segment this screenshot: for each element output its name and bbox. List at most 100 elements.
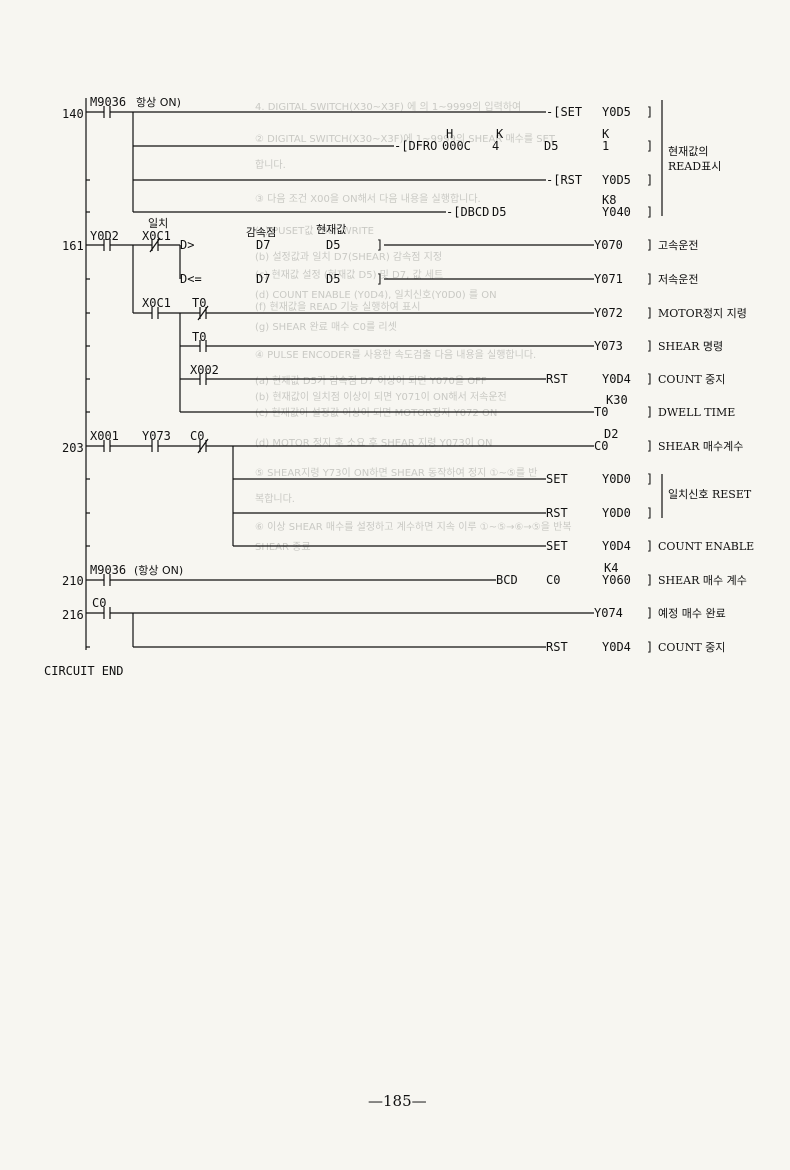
contact-label: X0C1 — [142, 229, 171, 243]
instr-set: SET — [546, 539, 568, 553]
svg-text:]: ] — [646, 439, 653, 453]
operand: Y040 — [602, 205, 631, 219]
bracket-label: 일치신호 RESET — [668, 487, 752, 501]
svg-text:]: ] — [646, 272, 653, 286]
hex-prefix: H — [446, 127, 453, 141]
operand: Y0D5 — [602, 173, 631, 187]
k-constant: D2 — [604, 427, 618, 441]
column-header: 감속점 — [246, 226, 276, 239]
operand: Y0D0 — [602, 472, 631, 486]
operand: Y060 — [602, 573, 631, 587]
rung-210: 210 M9036 (항상 ON) BCD C0 K4 Y060 ] SHEAR… — [62, 561, 747, 588]
contact-label: M9036 — [90, 95, 126, 109]
comment: DWELL TIME — [658, 406, 735, 419]
rung-140: 140 M9036 항상 ON) -[SET Y0D5 ] -[DFRO H 0… — [62, 95, 721, 219]
operand: D5 — [492, 205, 506, 219]
svg-text:]: ] — [376, 238, 383, 252]
comment: MOTOR정지 지령 — [658, 307, 747, 320]
svg-text:]: ] — [376, 272, 383, 286]
operand: Y0D4 — [602, 372, 631, 386]
column-header: 현재값 — [316, 223, 346, 236]
ghost-text-line: (g) SHEAR 완료 매수 C0를 리셋 — [255, 322, 397, 333]
operand: Y0D0 — [602, 506, 631, 520]
k-prefix: K — [496, 127, 504, 141]
operand: D5 — [544, 139, 558, 153]
operand: D7 — [256, 238, 270, 252]
ghost-text-line: SHEAR 종료 — [255, 542, 311, 553]
contact-label: X001 — [90, 429, 119, 443]
coil-label: T0 — [594, 405, 608, 419]
operand: D5 — [326, 272, 340, 286]
contact-label: T0 — [192, 296, 206, 310]
instr-dfro: -[DFRO — [394, 139, 437, 153]
rung-203: 203 X001 Y073 C0 D2 C0 ] SHEAR 매수계수 SET … — [62, 427, 754, 553]
instr-set: -[SET — [546, 105, 582, 119]
comment: 예정 매수 완료 — [658, 607, 726, 620]
comment: SHEAR 명령 — [658, 340, 723, 353]
step-number: 140 — [62, 107, 84, 121]
bracket-label: READ표시 — [668, 160, 721, 173]
svg-text:]: ] — [646, 173, 653, 187]
coil-label: Y072 — [594, 306, 623, 320]
comment: 고속운전 — [658, 239, 698, 252]
k-constant: K30 — [606, 393, 628, 407]
instr-dbcd: -[DBCD — [446, 205, 489, 219]
svg-text:]: ] — [646, 506, 653, 520]
instr-bcd: BCD — [496, 573, 518, 587]
contact-label: X0C1 — [142, 296, 171, 310]
ghost-text-line: (b) 설정값과 일치 D7(SHEAR) 감속점 지정 — [255, 252, 443, 263]
k-prefix: K — [602, 127, 610, 141]
contact-note: (항상 ON) — [134, 564, 183, 577]
ghost-text-line: 복합니다. — [255, 494, 295, 505]
rail-ticks — [86, 179, 90, 648]
operand: 1 — [602, 139, 609, 153]
svg-text:]: ] — [646, 139, 653, 153]
ghost-text-line: (a) PUSET값 "80" WRITE — [255, 226, 374, 237]
svg-text:]: ] — [646, 105, 653, 119]
ghost-text-line: (c) 현재값이 설정값 이상이 되면 MOTOR정지 Y072 ON — [255, 408, 498, 419]
rung-216: 216 C0 Y074 ] 예정 매수 완료 RST Y0D4 ] COUNT … — [62, 596, 726, 654]
ghost-text-line: ④ PULSE ENCODER를 사용한 속도검출 다음 내용을 실행합니다. — [255, 350, 537, 361]
contact-note: 일치 — [148, 216, 168, 230]
ghost-text-line: (d) MOTOR 정지 후 소요 후 SHEAR 지령 Y073이 ON — [255, 438, 493, 449]
svg-text:]: ] — [646, 606, 653, 620]
ghost-text-line: 합니다. — [255, 160, 286, 171]
coil-label: C0 — [594, 439, 608, 453]
contact-label: M9036 — [90, 563, 126, 577]
svg-text:]: ] — [646, 306, 653, 320]
comment: COUNT 중지 — [658, 373, 725, 386]
circuit-end-label: CIRCUIT END — [44, 664, 123, 678]
contact-note: 항상 ON) — [136, 96, 181, 109]
step-number: 210 — [62, 574, 84, 588]
step-number: 216 — [62, 608, 84, 622]
svg-text:]: ] — [646, 405, 653, 419]
ghost-text-line: ② DIGITAL SWITCH(X30~X3F)에 1~9999의 SHEAR… — [255, 134, 555, 145]
comment: COUNT 중지 — [658, 641, 725, 654]
operand: Y0D4 — [602, 640, 631, 654]
contact-label: C0 — [190, 429, 204, 443]
ghost-text-line: 4. DIGITAL SWITCH(X30~X3F) 에 의 1~9999의 입… — [255, 102, 522, 113]
contact-label: Y0D2 — [90, 229, 119, 243]
comment: 저속운전 — [658, 273, 698, 286]
svg-text:]: ] — [646, 238, 653, 252]
operand: D7 — [256, 272, 270, 286]
k-prefix: K8 — [602, 193, 616, 207]
instr-set: SET — [546, 472, 568, 486]
svg-text:]: ] — [646, 640, 653, 654]
contact-label: Y073 — [142, 429, 171, 443]
instr-rst: RST — [546, 640, 568, 654]
svg-text:]: ] — [646, 372, 653, 386]
svg-text:]: ] — [646, 573, 653, 587]
comment: COUNT ENABLE — [658, 540, 754, 553]
contact-label: T0 — [192, 330, 206, 344]
ghost-text-line: (f) 현재값을 READ 기능 실행하여 표시 — [255, 302, 421, 313]
operand: 000C — [442, 139, 471, 153]
k-constant: K4 — [604, 561, 618, 575]
contact-label: X002 — [190, 363, 219, 377]
step-number: 203 — [62, 441, 84, 455]
comment: SHEAR 매수 계수 — [658, 574, 747, 587]
operand: 4 — [492, 139, 499, 153]
ghost-text-line: ⑥ 이상 SHEAR 매수를 설정하고 계수하면 지속 이루 ①~⑤→⑥→⑤을 … — [255, 522, 572, 533]
